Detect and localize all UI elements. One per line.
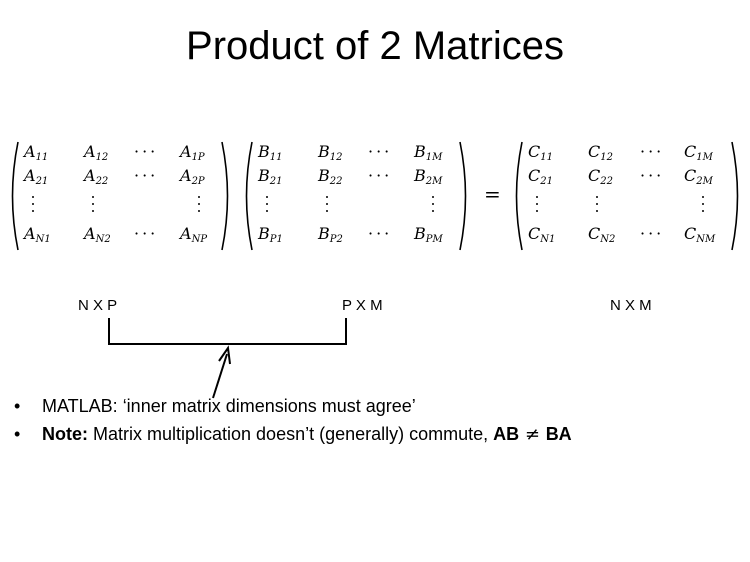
matrix-c-entry: CN1	[528, 224, 556, 245]
dimension-label-c: N X M	[610, 297, 652, 314]
vertical-dots-icon	[702, 196, 706, 217]
vertical-dots-icon	[266, 196, 270, 217]
right-paren	[220, 140, 234, 252]
matrix-a-entry: AN2	[84, 224, 111, 245]
matrix-a-entry: A22	[84, 166, 109, 187]
matrix-a-entry: A2P	[180, 166, 205, 187]
right-paren	[730, 140, 744, 252]
matrix-a-entry: A1P	[180, 142, 205, 163]
arrow-head-icon	[218, 345, 231, 365]
bullet-item-matlab: • MATLAB: ‘inner matrix dimensions must …	[14, 392, 734, 420]
dimension-label-b: P X M	[342, 297, 383, 314]
note-ab: AB	[493, 424, 520, 444]
matrix-b-entry: BP1	[258, 224, 283, 245]
matrix-b-entry: BPM	[414, 224, 443, 245]
matrix-b-grid: B11 B12 ··· B1M B21 B22 ··· B2M BP1 BP2 ··· BPM	[254, 140, 458, 252]
matrix-c-entry: CN2	[588, 224, 616, 245]
matrix-a-entry: ANP	[180, 224, 208, 245]
matrix-b-entry: B21	[258, 166, 283, 187]
bracket-line	[108, 318, 347, 345]
matrix-a-grid: A11 A12 ··· A1P A21 A22 ··· A2P AN1 AN2 ··· ANP	[20, 140, 220, 252]
matrix-c-entry: C11	[528, 142, 553, 163]
matrix-c: C11 C12 ··· C1M C21 C22 ··· C2M CN1 CN2 ··· CNM	[510, 140, 744, 252]
note-text: Matrix multiplication doesn’t (generally…	[88, 424, 494, 444]
vertical-dots-icon	[536, 196, 540, 217]
horizontal-dots-icon: ···	[640, 224, 665, 243]
horizontal-dots-icon: ···	[134, 224, 159, 243]
matrix-a: A11 A12 ··· A1P A21 A22 ··· A2P AN1 AN2 ··· ANP	[6, 140, 234, 252]
slide-title: Product of 2 Matrices	[186, 24, 564, 68]
matrix-a-entry: A21	[24, 166, 49, 187]
matrix-b: B11 B12 ··· B1M B21 B22 ··· B2M BP1 BP2 ··· BPM	[240, 140, 472, 252]
matrix-c-entry: C22	[588, 166, 613, 187]
vertical-dots-icon	[596, 196, 600, 217]
horizontal-dots-icon: ···	[368, 142, 393, 161]
horizontal-dots-icon: ···	[640, 142, 665, 161]
vertical-dots-icon	[198, 196, 202, 217]
right-paren	[458, 140, 472, 252]
not-equal-sign: ≠	[519, 424, 546, 445]
matrix-c-entry: C1M	[684, 142, 713, 163]
matrix-a-entry: A12	[84, 142, 109, 163]
matrix-a-entry: AN1	[24, 224, 51, 245]
matrix-b-entry: B11	[258, 142, 283, 163]
matrix-b-entry: B22	[318, 166, 343, 187]
bullet-item-note: • Note: Matrix multiplication doesn’t (g…	[14, 420, 734, 449]
vertical-dots-icon	[326, 196, 330, 217]
matrix-c-entry: C12	[588, 142, 613, 163]
matrix-b-entry: BP2	[318, 224, 343, 245]
horizontal-dots-icon: ···	[134, 142, 159, 161]
matrix-c-entry: C21	[528, 166, 553, 187]
horizontal-dots-icon: ···	[134, 166, 159, 185]
matrix-b-entry: B12	[318, 142, 343, 163]
dimension-label-a: N X P	[78, 297, 118, 314]
left-paren	[510, 140, 524, 252]
bullet-list: • MATLAB: ‘inner matrix dimensions must …	[14, 392, 734, 449]
matrix-b-entry: B1M	[414, 142, 443, 163]
left-paren	[240, 140, 254, 252]
horizontal-dots-icon: ···	[368, 224, 393, 243]
matrix-c-entry: CNM	[684, 224, 716, 245]
matrix-a-entry: A11	[24, 142, 49, 163]
bullet-dot-icon: •	[14, 396, 21, 416]
bullet-prefix: MATLAB:	[42, 396, 123, 416]
bullet-dot-icon: •	[14, 424, 21, 444]
matrix-c-grid: C11 C12 ··· C1M C21 C22 ··· C2M CN1 CN2 ··· CNM	[524, 140, 730, 252]
note-ba: BA	[545, 424, 572, 444]
horizontal-dots-icon: ···	[640, 166, 665, 185]
note-label: Note:	[42, 424, 88, 444]
vertical-dots-icon	[32, 196, 36, 217]
horizontal-dots-icon: ···	[368, 166, 393, 185]
equals-sign: =	[484, 182, 501, 206]
matrix-b-entry: B2M	[414, 166, 443, 187]
matrix-c-entry: C2M	[684, 166, 713, 187]
bullet-quote: ‘inner matrix dimensions must agree’	[122, 396, 416, 416]
left-paren	[6, 140, 20, 252]
vertical-dots-icon	[432, 196, 436, 217]
vertical-dots-icon	[92, 196, 96, 217]
